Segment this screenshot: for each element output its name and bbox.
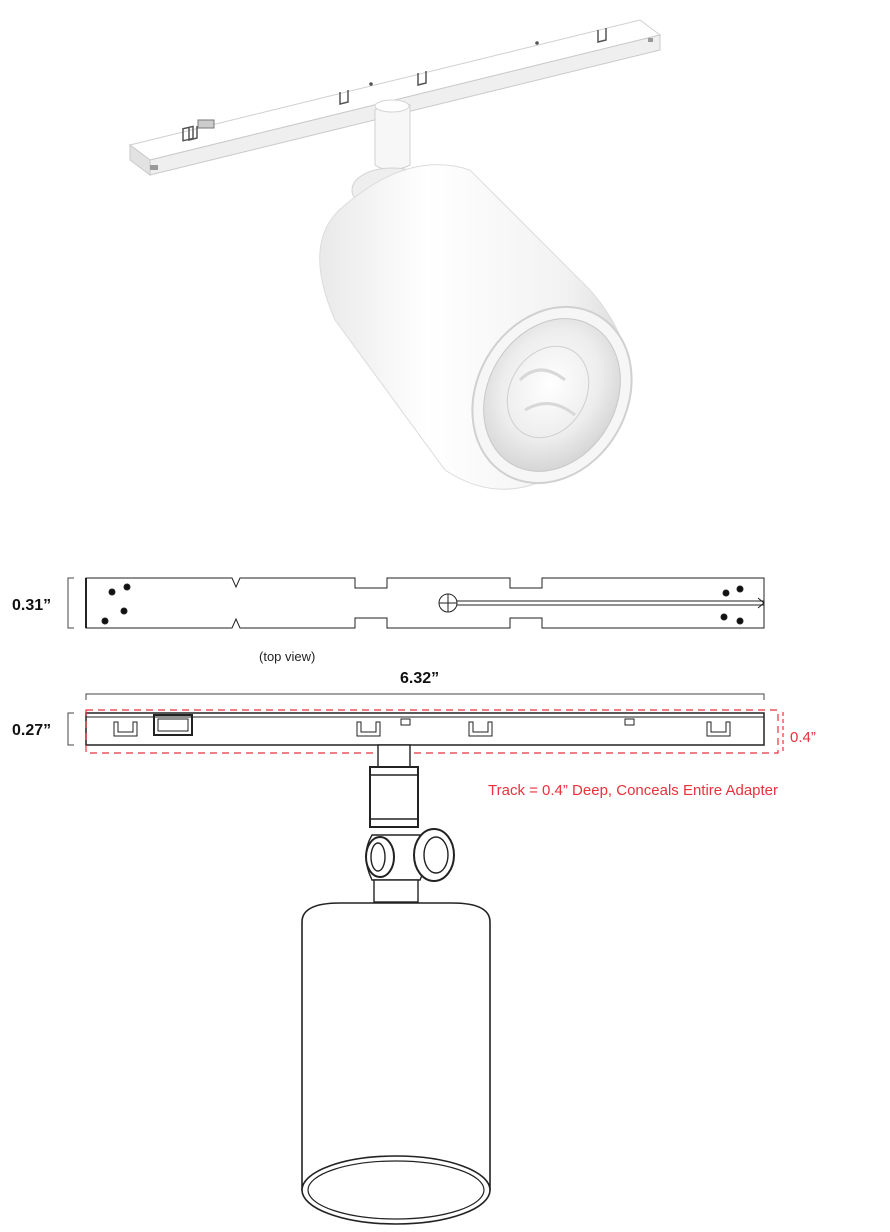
spotlight-stem bbox=[374, 99, 411, 171]
track-note: Track = 0.4” Deep, Conceals Entire Adapt… bbox=[488, 782, 778, 799]
spotlight-body bbox=[319, 164, 633, 490]
top-height-dimension: 0.31” bbox=[12, 597, 51, 614]
length-dimension-line bbox=[85, 693, 765, 700]
track-depth-dimension: 0.4” bbox=[790, 729, 816, 746]
track-depth-outline bbox=[85, 709, 779, 754]
side-view-drawing bbox=[67, 712, 765, 746]
top-view-drawing bbox=[67, 577, 765, 629]
product-render bbox=[128, 19, 662, 490]
top-view-label: (top view) bbox=[259, 649, 315, 664]
side-view-fixture bbox=[301, 744, 491, 1225]
length-dimension: 6.32” bbox=[400, 670, 439, 687]
side-height-dimension: 0.27” bbox=[12, 722, 51, 739]
